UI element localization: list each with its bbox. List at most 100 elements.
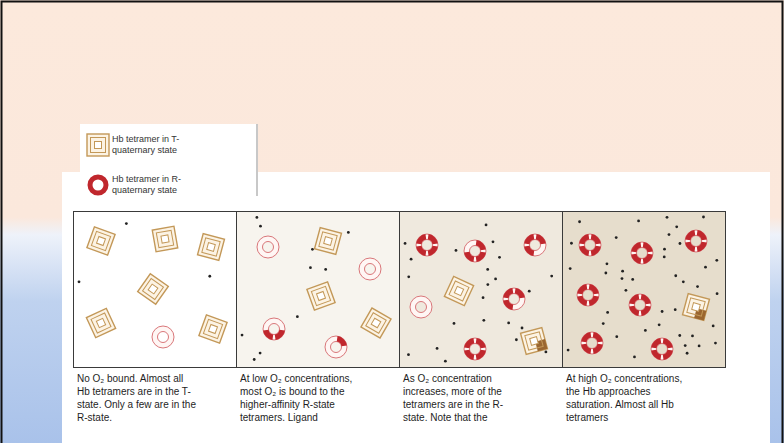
panel-illustration [74,212,236,367]
oxygen-dot [515,338,518,341]
oxygen-dot [347,231,350,234]
legend-box: Hb tetramer in T-quaternary stateHb tetr… [80,124,258,196]
oxygen-dot [492,240,495,243]
oxygen-dot [602,322,605,325]
oxygen-dot [698,345,701,348]
oxygen-dot [507,322,510,325]
oxygen-dot [679,242,682,245]
panel-illustration [237,212,399,367]
oxygen-dot [704,266,707,269]
t-state-tetramer [87,227,115,255]
t-state-tetramer [87,134,109,156]
oxygen-dot [482,319,485,322]
oxygen-dot [714,342,717,345]
r-state-tetramer [410,296,432,318]
oxygen-dot [712,325,715,328]
oxygen-dot [567,349,570,352]
r-state-tetramer [581,332,603,354]
legend-icon [86,133,110,157]
oxygen-dot [682,280,685,283]
r-state-tetramer [577,284,599,306]
panel-frame [236,211,400,368]
oxygen-dot [715,259,718,262]
oxygen-dot [486,283,489,286]
oxygen-dot [674,274,677,277]
oxygen-dot [498,256,501,259]
panel-caption: As O₂ concentration increases, more of t… [399,372,523,424]
oxygen-dot [436,347,439,350]
oxygen-dot [666,216,669,219]
oxygen-dot [696,285,699,288]
oxygen-dot [482,296,485,299]
oxygen-dot [521,327,524,330]
legend-text: Hb tetramer in T-quaternary state [112,134,198,156]
oxygen-dot [675,225,678,228]
oxygen-dot [637,219,640,222]
oxygen-dot [604,272,607,275]
oxygen-dot [550,275,553,278]
oxygen-dot [633,356,636,359]
panel-frame [399,211,563,368]
oxygen-dot [661,310,664,313]
panel-illustration [400,212,562,367]
oxygen-dot [569,267,572,270]
oxygen-dot [658,323,661,326]
r-state-tetramer [152,326,174,348]
t-state-tetramer [152,226,177,251]
legend-item: Hb tetramer in R-quaternary state [84,170,254,200]
oxygen-dot [486,268,489,271]
t-state-tetramer [683,294,710,321]
oxygen-dot [259,225,262,228]
oxygen-dot [444,360,447,363]
oxygen-dot [578,220,581,223]
r-state-tetramer [325,336,347,358]
oxygen-dot [621,277,624,280]
panel-frame [562,211,726,368]
oxygen-dot [259,352,262,355]
r-state-tetramer [629,294,651,316]
r-state-tetramer [257,236,279,258]
oxygen-dot [309,266,312,269]
r-state-tetramer [631,242,653,264]
oxygen-dot [606,262,609,265]
oxygen-dot [407,353,410,356]
legend-item: Hb tetramer in T-quaternary state [84,130,254,160]
oxygen-dot [311,248,314,251]
r-state-tetramer [503,288,525,310]
panel-illustration [563,212,725,367]
oxygen-dot [296,315,299,318]
oxygen-dot [716,292,719,295]
oxygen-dot [570,242,573,245]
oxygen-dot [678,334,681,337]
oxygen-dot [253,358,256,361]
oxygen-dot [606,311,609,314]
oxygen-dot [674,308,677,311]
oxygen-dot [544,351,547,354]
t-state-tetramer [444,276,473,305]
oxygen-dot [494,278,497,281]
oxygen-dot [615,335,618,338]
oxygen-dot [684,344,687,347]
oxygen-dot [208,275,211,278]
state-panel: At high O₂ concentrations, the Hb approa… [562,211,726,424]
oxygen-dot [407,275,410,278]
oxygen-dot [668,233,671,236]
panel-caption: At high O₂ concentrations, the Hb approa… [562,372,686,424]
r-state-icon [90,177,106,193]
oxygen-dot [78,280,81,283]
oxygen-dot [631,278,634,281]
oxygen-dot [621,270,624,273]
t-state-tetramer [138,274,169,305]
t-state-tetramer [361,308,391,338]
t-state-tetramer [521,328,548,355]
panel-caption: At low O₂ concentrations, most O₂ is bou… [236,372,360,424]
figure-ground [62,172,770,443]
oxygen-dot [404,242,407,245]
oxygen-dot [644,329,647,332]
r-state-tetramer [579,234,601,256]
state-panel: At low O₂ concentrations, most O₂ is bou… [236,211,400,424]
r-state-tetramer [464,338,486,360]
r-state-tetramer [263,318,285,340]
